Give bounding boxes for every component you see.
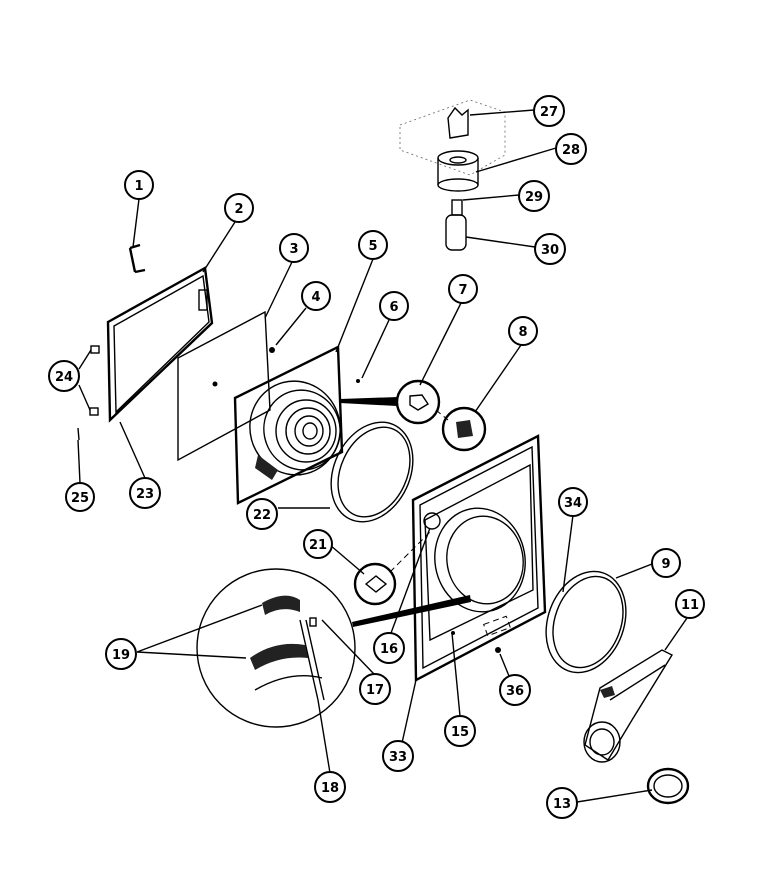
outer-door-panel xyxy=(106,266,214,423)
callout-11: 11 xyxy=(675,589,705,619)
door-liner-sheet xyxy=(177,310,271,462)
callout-34: 34 xyxy=(558,487,588,517)
svg-text:36: 36 xyxy=(506,684,524,699)
svg-text:22: 22 xyxy=(253,508,271,523)
svg-text:28: 28 xyxy=(562,143,580,158)
callout-4: 4 xyxy=(301,281,331,311)
svg-text:4: 4 xyxy=(311,290,320,305)
door-gasket-ring xyxy=(330,421,414,523)
svg-text:25: 25 xyxy=(71,491,89,506)
svg-text:9: 9 xyxy=(661,557,670,572)
callout-2: 2 xyxy=(224,193,254,223)
callout-8: 8 xyxy=(508,316,538,346)
front-trim-rings xyxy=(545,570,627,674)
callout-29: 29 xyxy=(518,180,550,212)
svg-text:11: 11 xyxy=(681,598,699,613)
lint-bracket xyxy=(583,649,673,763)
callout-16: 16 xyxy=(373,632,405,664)
svg-text:30: 30 xyxy=(541,243,559,258)
callout-13: 13 xyxy=(546,787,578,819)
svg-text:3: 3 xyxy=(289,242,298,257)
hinge-magnified-detail xyxy=(196,568,356,728)
callout-9: 9 xyxy=(651,548,681,578)
callout-19: 19 xyxy=(105,638,137,670)
liner-fastener xyxy=(269,347,275,353)
callout-33: 33 xyxy=(382,740,414,772)
svg-text:5: 5 xyxy=(368,239,377,254)
door-handle-clip xyxy=(128,243,146,274)
callout-28: 28 xyxy=(555,133,587,165)
leader-lines xyxy=(77,109,688,803)
svg-text:8: 8 xyxy=(518,325,527,340)
callout-23: 23 xyxy=(129,477,161,509)
door-front-frame xyxy=(411,434,547,682)
svg-text:6: 6 xyxy=(389,300,398,315)
callout-6: 6 xyxy=(379,291,409,321)
callout-1: 1 xyxy=(124,170,154,200)
svg-text:7: 7 xyxy=(458,283,467,298)
panel-screws xyxy=(77,345,100,441)
callout-27: 27 xyxy=(533,95,565,127)
svg-text:13: 13 xyxy=(553,797,571,812)
callout-21: 21 xyxy=(303,529,333,559)
svg-text:34: 34 xyxy=(564,496,582,511)
inner-door-window xyxy=(233,345,360,505)
svg-text:29: 29 xyxy=(525,190,543,205)
grommet-ring xyxy=(646,767,690,805)
svg-text:23: 23 xyxy=(136,487,154,502)
svg-text:27: 27 xyxy=(540,105,558,120)
svg-text:24: 24 xyxy=(55,370,73,385)
svg-text:18: 18 xyxy=(321,781,339,796)
svg-text:1: 1 xyxy=(134,179,143,194)
callout-17: 17 xyxy=(359,673,391,705)
callout-30: 30 xyxy=(534,233,566,265)
callout-25: 25 xyxy=(65,482,95,512)
callout-7: 7 xyxy=(448,274,478,304)
svg-text:21: 21 xyxy=(309,538,327,553)
svg-text:33: 33 xyxy=(389,750,407,765)
callout-22: 22 xyxy=(246,498,278,530)
lamp-socket-assembly xyxy=(399,99,506,251)
callout-36: 36 xyxy=(499,674,531,706)
callout-24: 24 xyxy=(48,360,80,392)
callout-3: 3 xyxy=(279,233,309,263)
callout-5: 5 xyxy=(358,230,388,260)
svg-text:15: 15 xyxy=(451,725,469,740)
latch-detail-circle xyxy=(352,529,471,627)
hinge-detail-circles xyxy=(340,379,487,452)
callout-18: 18 xyxy=(314,771,346,803)
svg-text:2: 2 xyxy=(234,202,243,217)
svg-text:16: 16 xyxy=(380,642,398,657)
callout-15: 15 xyxy=(444,715,476,747)
svg-text:17: 17 xyxy=(366,683,384,698)
svg-text:19: 19 xyxy=(112,648,130,663)
